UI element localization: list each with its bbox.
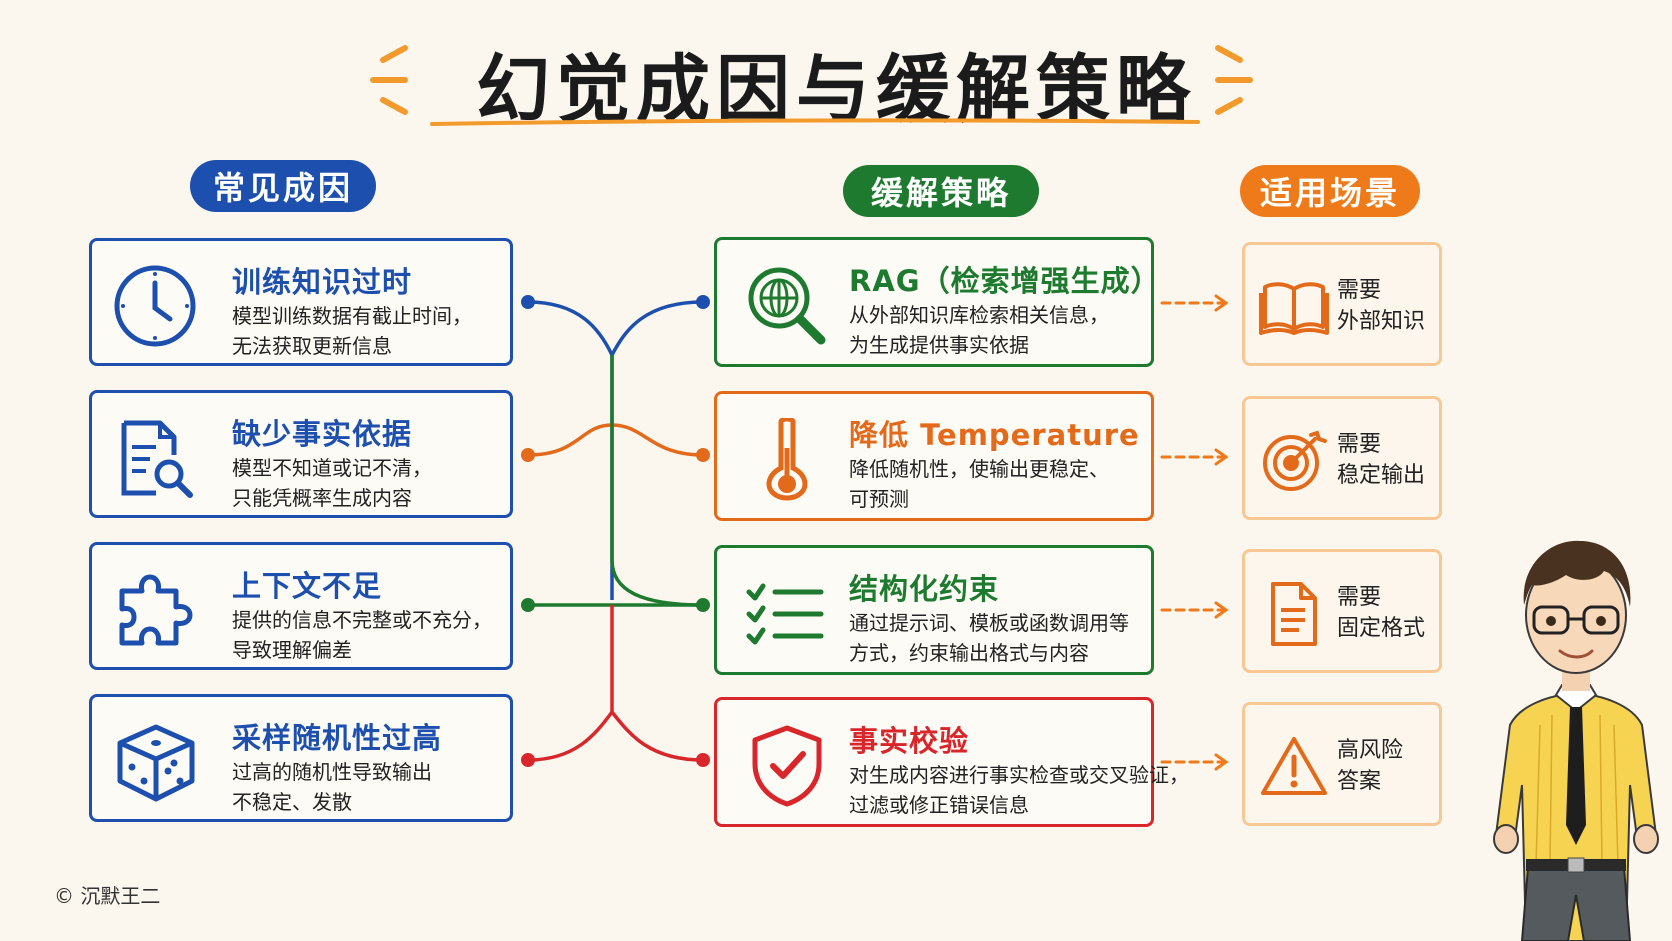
thermometer-icon [766,418,808,501]
strategy-desc: 通过提示词、模板或函数调用等方式，约束输出格式与内容 [849,611,1129,665]
scenario-desc: 需要外部知识 [1337,278,1426,334]
puzzle-icon [119,574,193,646]
cause-card-sampling: 采样随机性过高 过高的随机性导致输出不稳定、发散 [89,694,513,822]
cause-title: 缺少事实依据 [232,417,413,451]
clock-icon [114,265,196,347]
dice-icon [117,724,195,802]
scenario-card-risk: 高风险答案 [1242,702,1442,826]
scenario-card-format: 需要固定格式 [1242,549,1442,673]
cause-desc: 模型训练数据有截止时间，无法获取更新信息 [232,304,472,358]
scenario-card-knowledge: 需要外部知识 [1242,242,1442,366]
copyright-text: © 沉默王二 [54,884,161,908]
strategy-title: 事实校验 [849,724,970,758]
warning-icon [1261,737,1327,795]
document-search-icon [121,420,193,498]
right-spark-icon [1215,45,1253,115]
strategy-card-factcheck: 事实校验 对生成内容进行事实检查或交叉验证，过滤或修正错误信息 [714,697,1189,827]
strategy-title: RAG（检索增强生成） [849,264,1161,298]
strategy-card-temperature: 降低 Temperature 降低随机性，使输出更稳定、可预测 [714,391,1154,521]
arrow-3 [1160,601,1229,619]
scenario-desc: 高风险答案 [1337,738,1404,794]
strategy-desc: 降低随机性，使输出更稳定、可预测 [849,457,1109,511]
scenario-card-stable: 需要稳定输出 [1242,396,1442,520]
cause-card-context: 上下文不足 提供的信息不完整或不充分，导致理解偏差 [89,542,513,670]
left-spark-icon [370,45,408,115]
cause-desc: 模型不知道或记不清，只能凭概率生成内容 [232,456,432,510]
cause-desc: 提供的信息不完整或不充分，导致理解偏差 [232,608,492,662]
shield-check-icon [752,725,822,807]
cause-desc: 过高的随机性导致输出不稳定、发散 [232,760,432,814]
cause-title: 训练知识过时 [232,265,413,299]
book-icon [1259,282,1329,335]
cause-title: 采样随机性过高 [232,721,443,755]
strategy-title: 降低 Temperature [849,418,1140,452]
document-icon [1271,582,1317,646]
scenario-desc: 需要稳定输出 [1337,432,1426,488]
arrow-2 [1160,448,1229,466]
cause-card-no-facts: 缺少事实依据 模型不知道或记不清，只能凭概率生成内容 [89,390,513,518]
header-strategies: 缓解策略 [843,165,1039,217]
strategy-title: 结构化约束 [849,572,1000,606]
arrow-4 [1160,753,1229,771]
header-scenarios: 适用场景 [1240,165,1420,217]
scenario-desc: 需要固定格式 [1337,585,1426,641]
strategy-card-structured: 结构化约束 通过提示词、模板或函数调用等方式，约束输出格式与内容 [714,545,1154,675]
strategy-desc: 对生成内容进行事实检查或交叉验证，过滤或修正错误信息 [849,763,1189,817]
strategy-card-rag: RAG（检索增强生成） 从外部知识库检索相关信息，为生成提供事实依据 [714,237,1160,367]
title-underline [430,118,1200,126]
cause-title: 上下文不足 [232,569,383,603]
target-icon [1263,430,1327,491]
cause-card-outdated: 训练知识过时 模型训练数据有截止时间，无法获取更新信息 [89,238,513,366]
checklist-icon [746,583,824,645]
globe-search-icon [748,267,826,345]
cartoon-person-illustration [1493,540,1659,941]
header-causes: 常见成因 [190,160,376,212]
strategy-desc: 从外部知识库检索相关信息，为生成提供事实依据 [849,303,1109,357]
arrow-1 [1160,294,1229,312]
